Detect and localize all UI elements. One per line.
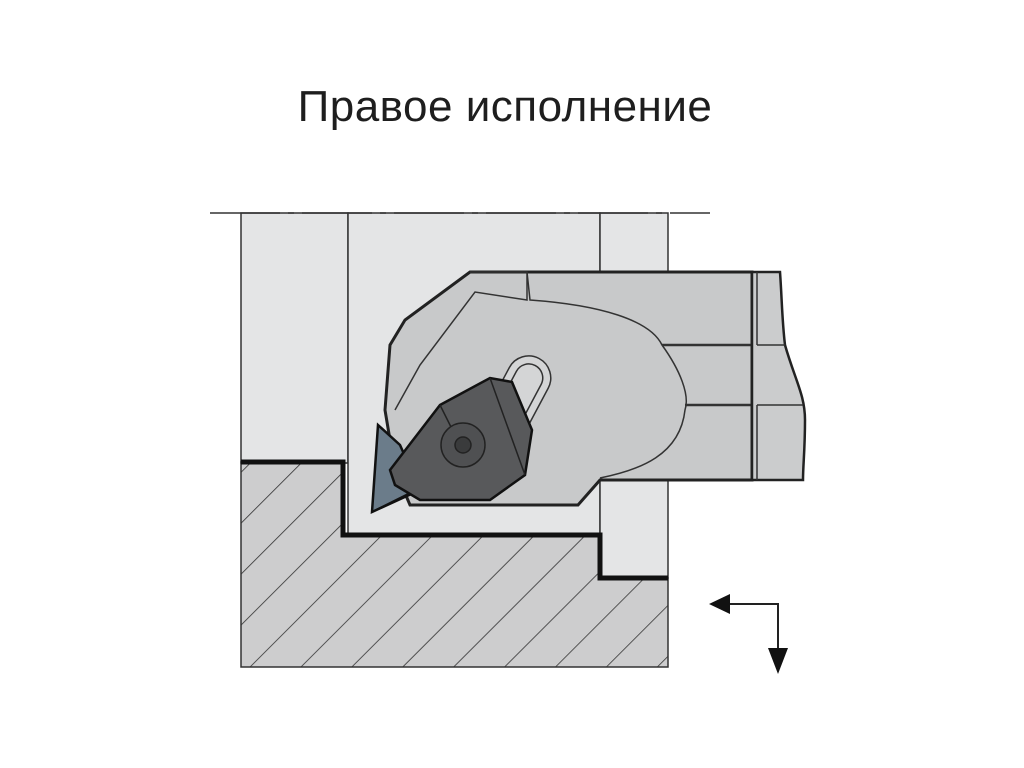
arrow-down-icon [768,648,788,674]
arrow-left-icon [709,594,730,614]
shank-end [750,270,807,482]
feed-direction-arrows [709,594,788,674]
diagram-title: Правое исполнение [297,82,713,131]
screw-socket-icon [454,436,472,454]
machined-contour [241,459,668,581]
